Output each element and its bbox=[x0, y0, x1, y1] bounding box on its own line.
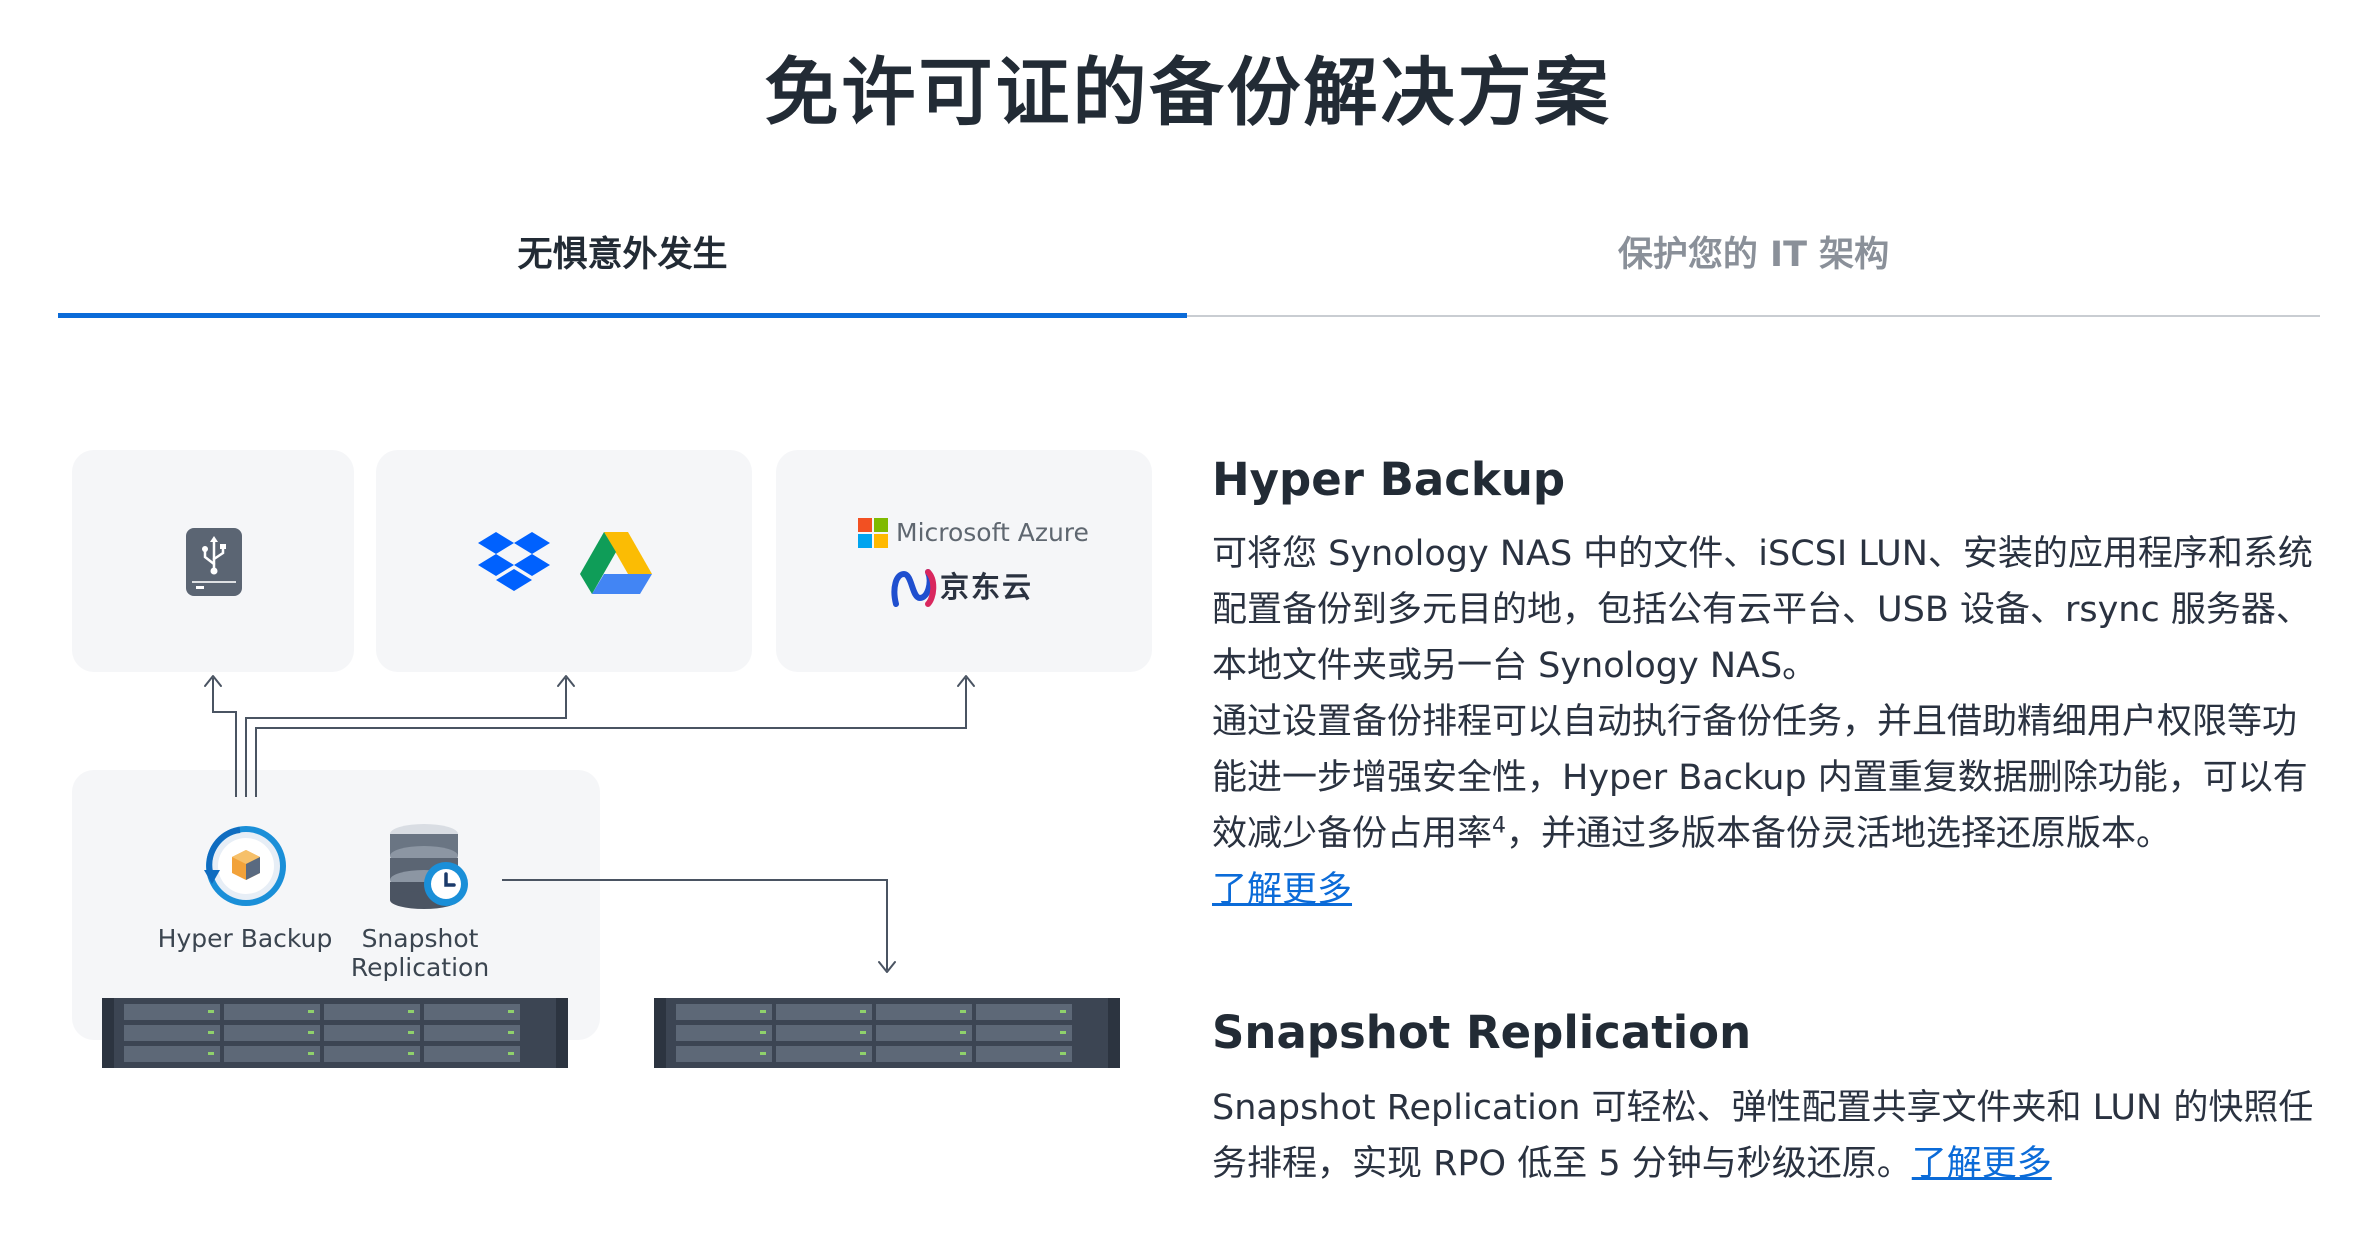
microsoft-logo-icon bbox=[858, 518, 888, 548]
usb-drive-icon bbox=[186, 528, 242, 596]
public-cloud-destination-card bbox=[776, 450, 1152, 672]
snapshot-replication-heading: Snapshot Replication bbox=[1212, 1006, 1752, 1059]
jd-cloud-logo-icon bbox=[891, 569, 937, 607]
hyper-backup-heading: Hyper Backup bbox=[1212, 453, 1566, 506]
connector-lines bbox=[204, 675, 975, 973]
snapshot-replication-text: Snapshot Replication 可轻松、弹性配置共享文件夹和 LUN … bbox=[1212, 1088, 2314, 1184]
nas-rack-icon bbox=[654, 998, 1120, 1068]
hyper-backup-label: Hyper Backup bbox=[157, 924, 333, 953]
tab-divider bbox=[58, 315, 2320, 317]
backup-diagram: Microsoft Azure 京东云 Hyper Backup Snapsho… bbox=[0, 430, 1180, 1110]
hyper-backup-para-1: 可将您 Synology NAS 中的文件、iSCSI LUN、安装的应用程序和… bbox=[1212, 534, 2313, 686]
google-drive-icon bbox=[580, 532, 652, 594]
microsoft-azure-label: Microsoft Azure bbox=[896, 518, 1089, 547]
snapshot-replication-label: Snapshot Replication bbox=[330, 924, 510, 982]
snapshot-learn-more-link[interactable]: 了解更多 bbox=[1911, 1144, 2052, 1184]
snapshot-replication-icon bbox=[390, 824, 468, 909]
source-nas-card bbox=[72, 770, 600, 1040]
footnote-marker: 4 bbox=[1492, 813, 1507, 839]
tab-bar: 无惧意外发生 保护您的 IT 架构 bbox=[58, 210, 2320, 320]
snapshot-replication-description: Snapshot Replication 可轻松、弹性配置共享文件夹和 LUN … bbox=[1212, 1080, 2322, 1192]
dropbox-icon bbox=[478, 532, 550, 591]
hyper-backup-para-2-tail: ，并通过多版本备份灵活地选择还原版本。 bbox=[1506, 814, 2172, 854]
tab-accident-proof[interactable]: 无惧意外发生 bbox=[517, 235, 728, 275]
jd-cloud-label: 京东云 bbox=[940, 570, 1034, 604]
hyper-backup-para-2-text: 通过设置备份排程可以自动执行备份任务，并且借助精细用户权限等功能进一步增强安全性… bbox=[1212, 702, 2308, 854]
tab-protect-it[interactable]: 保护您的 IT 架构 bbox=[1617, 235, 1890, 275]
hyper-backup-icon bbox=[204, 826, 286, 906]
nas-rack-icon bbox=[102, 998, 568, 1068]
snapshot-label-line1: Snapshot bbox=[361, 924, 479, 953]
hyper-backup-description: 可将您 Synology NAS 中的文件、iSCSI LUN、安装的应用程序和… bbox=[1212, 526, 2322, 918]
hyper-backup-learn-more-link[interactable]: 了解更多 bbox=[1212, 870, 1353, 910]
hyper-backup-para-2: 通过设置备份排程可以自动执行备份任务，并且借助精细用户权限等功能进一步增强安全性… bbox=[1212, 694, 2322, 862]
snapshot-label-line2: Replication bbox=[350, 953, 490, 982]
page-title: 免许可证的备份解决方案 bbox=[764, 50, 1612, 136]
cloud-destination-card bbox=[376, 450, 752, 672]
active-tab-indicator bbox=[58, 313, 1187, 318]
